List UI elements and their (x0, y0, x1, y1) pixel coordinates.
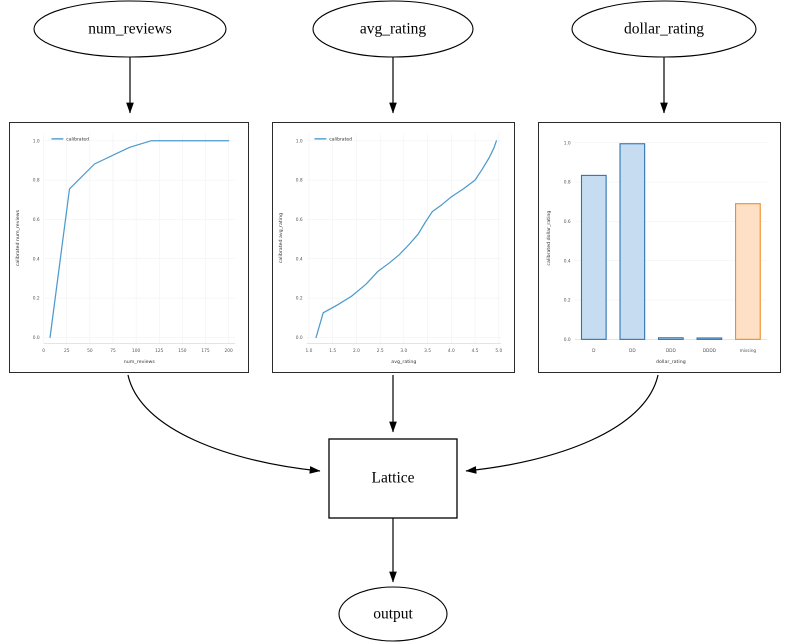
y-tick-label: 0.4 (33, 256, 40, 262)
x-tick-label: 50 (87, 348, 93, 354)
x-axis-label: avg_rating (391, 359, 416, 365)
y-tick-label: 0.0 (564, 337, 571, 343)
bar (696, 337, 723, 340)
x-tick-label: 75 (110, 348, 116, 354)
edge-chart3-to-lattice (465, 374, 659, 474)
x-tick-label: DD (629, 348, 636, 354)
y-axis-label: calibrated avg_rating (278, 213, 284, 263)
x-tick-label: 100 (132, 348, 141, 354)
x-tick-label: 3.0 (400, 348, 407, 354)
x-tick-label: DDD (666, 348, 677, 354)
node-output-shape (338, 586, 448, 642)
node-lattice[interactable]: Lattice (328, 438, 458, 519)
bar (657, 337, 684, 340)
bar (580, 174, 607, 340)
bar (735, 203, 761, 340)
x-tick-label: missing (740, 348, 757, 354)
x-tick-label: 5.0 (495, 348, 502, 354)
x-tick-label: 2.5 (377, 348, 384, 354)
node-output-label: output (373, 606, 413, 623)
x-tick-label: 0 (42, 348, 45, 354)
x-tick-label: 4.0 (448, 348, 455, 354)
node-avg-rating[interactable]: avg_rating (312, 0, 474, 58)
node-lattice-label: Lattice (371, 470, 414, 487)
x-axis-label: num_reviews (124, 359, 156, 365)
x-tick-label: 125 (155, 348, 164, 354)
num-reviews-calibration-chart: 0 25 50 75 100 125 150 175 200 0.0 0.2 0.4 0.6 0.8 1.0… (15, 132, 236, 365)
x-tick-label: 1.5 (329, 348, 336, 354)
y-tick-label: 0.8 (564, 180, 571, 186)
plot-area (43, 132, 236, 344)
calibrator-panel-num-reviews: 0 25 50 75 100 125 150 175 200 0.0 0.2 0.4 0.6 0.8 1.0… (9, 122, 249, 373)
legend-label: calibrated (329, 137, 352, 143)
node-num-reviews[interactable]: num_reviews (33, 0, 227, 58)
node-num-reviews-label: num_reviews (88, 21, 172, 38)
y-axis-label: calibrated num_reviews (15, 209, 21, 266)
y-tick-label: 0.6 (33, 217, 40, 223)
avg-rating-calibration-chart: 1.0 1.5 2.0 2.5 3.0 3.5 4.0 4.5 5.0 0.0 0.2 0.4 0.6 0… (278, 132, 502, 365)
bar (619, 143, 646, 340)
x-tick-label: 200 (225, 348, 234, 354)
x-tick-label: 4.5 (472, 348, 479, 354)
x-tick-label: 3.5 (424, 348, 431, 354)
y-axis-label: calibrated dollar_rating (546, 211, 552, 266)
x-tick-label: 150 (178, 348, 187, 354)
x-tick-label: 2.0 (353, 348, 360, 354)
y-tick-label: 0.6 (296, 217, 303, 223)
x-tick-label: 25 (64, 348, 70, 354)
y-tick-label: 1.0 (564, 140, 571, 146)
calibrator-panel-avg-rating: 1.0 1.5 2.0 2.5 3.0 3.5 4.0 4.5 5.0 0.0 0.2 0.4 0.6 0… (272, 122, 515, 373)
legend-label: calibrated (66, 137, 89, 143)
node-lattice-shape (328, 438, 458, 519)
edge-chart1-to-lattice (127, 374, 321, 474)
y-tick-label: 1.0 (296, 138, 303, 144)
x-tick-label: 175 (201, 348, 210, 354)
y-tick-label: 0.2 (564, 298, 571, 304)
x-axis-label: dollar_rating (656, 359, 686, 365)
y-tick-label: 0.4 (564, 258, 571, 264)
y-tick-label: 0.2 (296, 296, 303, 302)
node-dollar-rating-label: dollar_rating (624, 21, 704, 38)
series-calibrated (49, 140, 230, 339)
y-tick-label: 0.8 (296, 178, 303, 184)
y-tick-label: 0.0 (33, 335, 40, 341)
node-output[interactable]: output (338, 586, 448, 642)
y-tick-label: 0.4 (296, 256, 303, 262)
y-tick-label: 0.8 (33, 178, 40, 184)
node-dollar-rating[interactable]: dollar_rating (571, 0, 757, 58)
node-avg-rating-label: avg_rating (360, 21, 427, 38)
y-tick-label: 1.0 (33, 138, 40, 144)
y-tick-label: 0.2 (33, 296, 40, 302)
y-tick-label: 0.6 (564, 219, 571, 225)
series-calibrated (315, 140, 498, 339)
y-tick-label: 0.0 (296, 335, 303, 341)
x-tick-label: D (592, 348, 596, 354)
x-tick-label: DDDD (703, 348, 717, 354)
x-tick-label: 1.0 (306, 348, 313, 354)
